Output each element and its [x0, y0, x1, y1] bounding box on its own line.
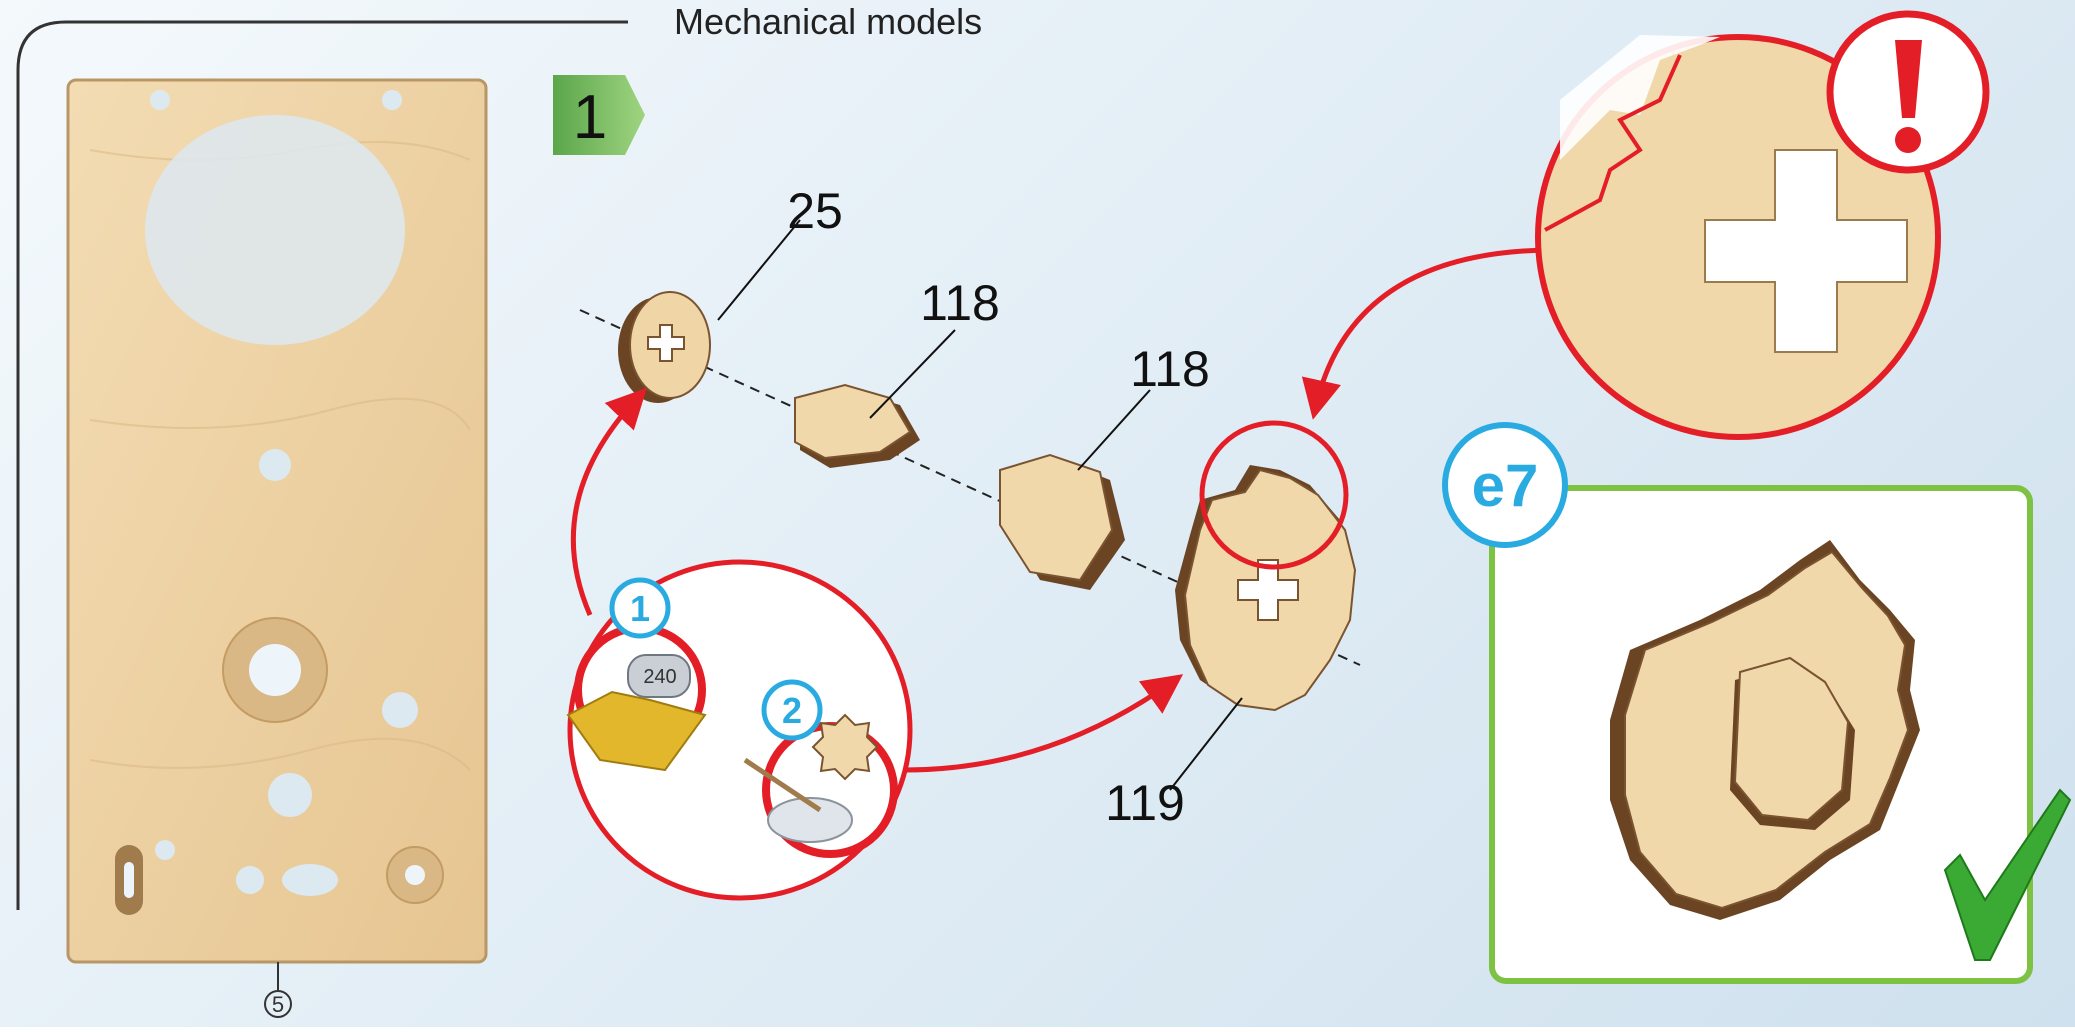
- part-25-disc: [618, 291, 711, 403]
- arrows: [570, 247, 1556, 773]
- section-bracket: [16, 20, 628, 910]
- label-part-119: 119: [1105, 775, 1185, 831]
- label-part-118-b: 118: [1130, 341, 1210, 397]
- gear-highlight-circle: [1199, 420, 1349, 570]
- inset-step-2: 2: [782, 690, 802, 731]
- inset-step-1: 1: [630, 588, 650, 629]
- detail-magnifier: [1535, 10, 1990, 440]
- label-part-25: 25: [787, 183, 843, 239]
- step-tab: [553, 75, 645, 155]
- label-part-118-a: 118: [920, 275, 1000, 331]
- part-118-cross-b: [999, 453, 1125, 590]
- result-box: [1489, 485, 2072, 984]
- result-code-badge: [1442, 422, 1568, 548]
- part-119-gear: [1175, 465, 1357, 712]
- step-number: 1: [573, 83, 607, 152]
- prep-inset: [566, 559, 913, 901]
- sandpaper-grit: 240: [643, 666, 676, 688]
- leader-lines: [717, 219, 1243, 791]
- section-title: Mechanical models: [674, 1, 982, 42]
- part-118-cross-a: [794, 383, 920, 468]
- result-code: e7: [1472, 452, 1539, 519]
- plywood-sheet: [66, 78, 488, 1018]
- sheet-label: 5: [272, 992, 284, 1017]
